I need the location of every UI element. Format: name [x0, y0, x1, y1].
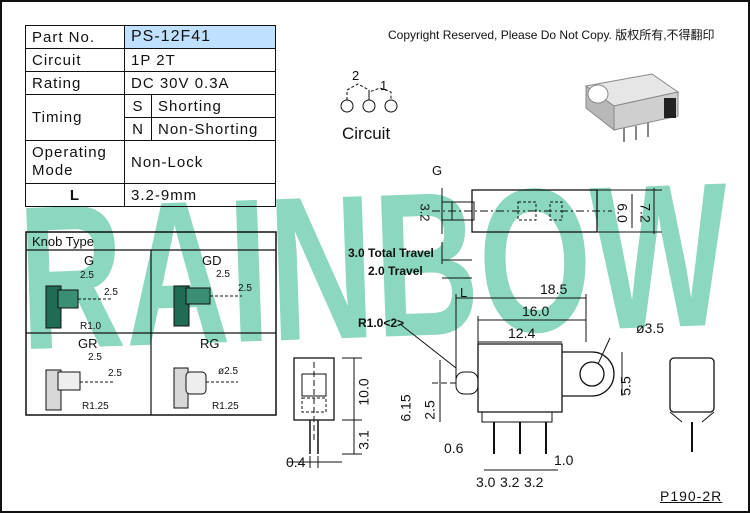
dim-0-4: 0.4 — [286, 454, 306, 470]
dim-0-6: 0.6 — [444, 440, 464, 456]
dim-dia-3-5: ø3.5 — [636, 320, 665, 336]
knob-type-g: G — [84, 253, 95, 268]
circuit-label: Circuit — [25, 48, 125, 72]
dim-18-5: 18.5 — [540, 281, 568, 297]
part-no-value: PS-12F41 — [124, 25, 276, 49]
operating-label-line1: Operating — [32, 144, 107, 161]
copyright-notice: Copyright Reserved, Please Do Not Copy. … — [388, 28, 715, 42]
knob-gr-dim-b: 2.5 — [108, 368, 122, 379]
knob-type-gd: GD — [202, 253, 222, 268]
knob-g-dim-b: 2.5 — [104, 287, 118, 298]
knob-gr-radius: R1.25 — [82, 401, 109, 412]
knob-g-radius: R1.0 — [80, 321, 102, 332]
l-value: 3.2-9mm — [124, 183, 276, 207]
knob-type-title: Knob Type — [32, 234, 94, 249]
knob-g-dim-a: 2.5 — [80, 270, 94, 281]
circuit-caption: Circuit — [342, 124, 391, 143]
timing-s-code: S — [124, 94, 152, 118]
operating-mode-value: Non-Lock — [124, 140, 276, 184]
knob-gd-dim-b: 2.5 — [238, 283, 252, 294]
circuit-value: 1P 2T — [124, 48, 276, 72]
dim-l-mark: L — [460, 285, 468, 300]
timing-s-value: Shorting — [151, 94, 276, 118]
timing-label: Timing — [25, 94, 125, 141]
rating-label: Rating — [25, 71, 125, 95]
knob-gr-dim-a: 2.5 — [88, 352, 102, 363]
dim-travel: 2.0 Travel — [368, 264, 423, 278]
knob-gd-dim-a: 2.5 — [216, 269, 230, 280]
dim-r1-0: R1.0<2> — [358, 316, 405, 330]
dim-1-0: 1.0 — [554, 452, 574, 468]
operating-label-line2: Mode — [32, 162, 74, 179]
circuit-pin-1: 1 — [380, 78, 388, 93]
dim-total-travel: 3.0 Total Travel — [348, 246, 434, 260]
knob-type-rg: RG — [200, 336, 220, 351]
knob-type-gr: GR — [78, 336, 98, 351]
circuit-pin-2: 2 — [352, 68, 360, 83]
drawing-code: P190-2R — [660, 488, 723, 504]
knob-rg-diameter: ø2.5 — [218, 366, 239, 377]
rating-value: DC 30V 0.3A — [124, 71, 276, 95]
dim-3-2-a: 3.2 — [500, 474, 520, 490]
timing-n-value: Non-Shorting — [151, 117, 276, 141]
spec-table: Part No. PS-12F41 Circuit 1P 2T Rating D… — [25, 25, 276, 207]
dim-3-0: 3.0 — [476, 474, 496, 490]
dim-g-label: G — [432, 163, 443, 178]
dim-16-0: 16.0 — [522, 303, 550, 319]
dim-12-4: 12.4 — [508, 325, 536, 341]
l-label: L — [25, 183, 125, 207]
knob-rg-radius: R1.25 — [212, 401, 239, 412]
dim-3-2-b: 3.2 — [524, 474, 544, 490]
